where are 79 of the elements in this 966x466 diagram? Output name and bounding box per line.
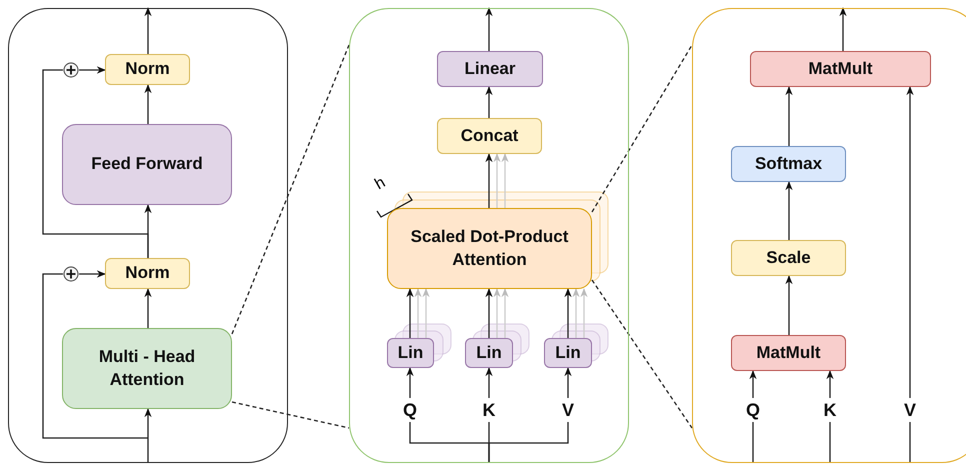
arrow xyxy=(144,288,152,328)
arrow xyxy=(501,288,509,338)
connector-line xyxy=(909,422,911,463)
box-label: Lin xyxy=(398,342,424,364)
process-box xyxy=(62,124,232,205)
panel xyxy=(349,8,629,463)
box-label: Softmax xyxy=(754,152,822,175)
box-label: Scaled Dot-Product Attention xyxy=(410,226,570,270)
arrow xyxy=(79,270,106,278)
box-label: Norm xyxy=(125,58,170,80)
box-label: Norm xyxy=(125,262,170,284)
arrow xyxy=(406,367,414,398)
process-box xyxy=(731,335,846,371)
arrow xyxy=(144,84,152,124)
process-box xyxy=(105,258,190,289)
arrow xyxy=(493,288,501,338)
arrow xyxy=(564,288,572,338)
process-box xyxy=(750,51,931,87)
arrow xyxy=(839,7,847,51)
plus-circle xyxy=(63,266,79,282)
arrow xyxy=(564,367,572,398)
box-label: MatMult xyxy=(756,342,821,364)
process-box xyxy=(105,54,190,85)
arrow xyxy=(414,288,422,338)
arrow xyxy=(485,367,493,398)
process-box xyxy=(387,338,434,368)
arrow xyxy=(906,86,914,398)
zoom-line xyxy=(232,401,350,429)
arrow xyxy=(485,86,493,118)
arrow xyxy=(79,66,106,74)
arrow xyxy=(785,275,793,335)
arrow xyxy=(485,7,493,51)
arrow xyxy=(485,153,493,208)
box-label: Concat xyxy=(460,124,518,147)
arrow xyxy=(580,288,588,338)
arrow xyxy=(485,288,493,338)
arrow xyxy=(501,153,509,208)
process-box xyxy=(731,240,846,276)
arrow xyxy=(826,370,834,398)
input-label: Q xyxy=(398,398,422,422)
connector-line xyxy=(752,422,754,463)
arrow xyxy=(422,288,430,338)
process-box xyxy=(387,208,592,289)
arrow xyxy=(144,7,152,54)
input-label: V xyxy=(556,398,580,422)
box-label: MatMult xyxy=(808,58,873,80)
multiplicity-label: h xyxy=(372,174,389,194)
box-label: Scale xyxy=(766,246,811,269)
panel xyxy=(692,8,966,463)
box-label: Multi - Head Attention xyxy=(98,346,196,390)
zoom-line xyxy=(591,44,693,212)
input-label: Q xyxy=(741,398,765,422)
process-box xyxy=(437,118,542,154)
arrow xyxy=(785,181,793,240)
zoom-line xyxy=(231,44,350,334)
panel xyxy=(8,8,288,463)
process-box xyxy=(544,338,592,368)
arrow xyxy=(493,153,501,208)
process-box xyxy=(62,328,232,409)
process-box xyxy=(465,338,513,368)
process-box xyxy=(731,146,846,182)
box-label: Lin xyxy=(555,342,581,364)
arrow xyxy=(406,288,414,338)
arrow xyxy=(749,370,757,398)
connector-line xyxy=(829,422,831,463)
input-label: K xyxy=(477,398,501,422)
connector-line xyxy=(42,273,148,439)
process-box xyxy=(437,51,543,87)
connector-line xyxy=(488,422,569,463)
box-label: Linear xyxy=(464,58,516,80)
arrow xyxy=(572,288,580,338)
plus-circle xyxy=(63,62,79,78)
box-label: Lin xyxy=(476,342,502,364)
box-label: Feed Forward xyxy=(91,153,203,176)
arrow xyxy=(785,86,793,146)
connector-line xyxy=(42,69,149,258)
input-label: V xyxy=(898,398,922,422)
input-label: K xyxy=(818,398,842,422)
arrow xyxy=(144,408,152,463)
